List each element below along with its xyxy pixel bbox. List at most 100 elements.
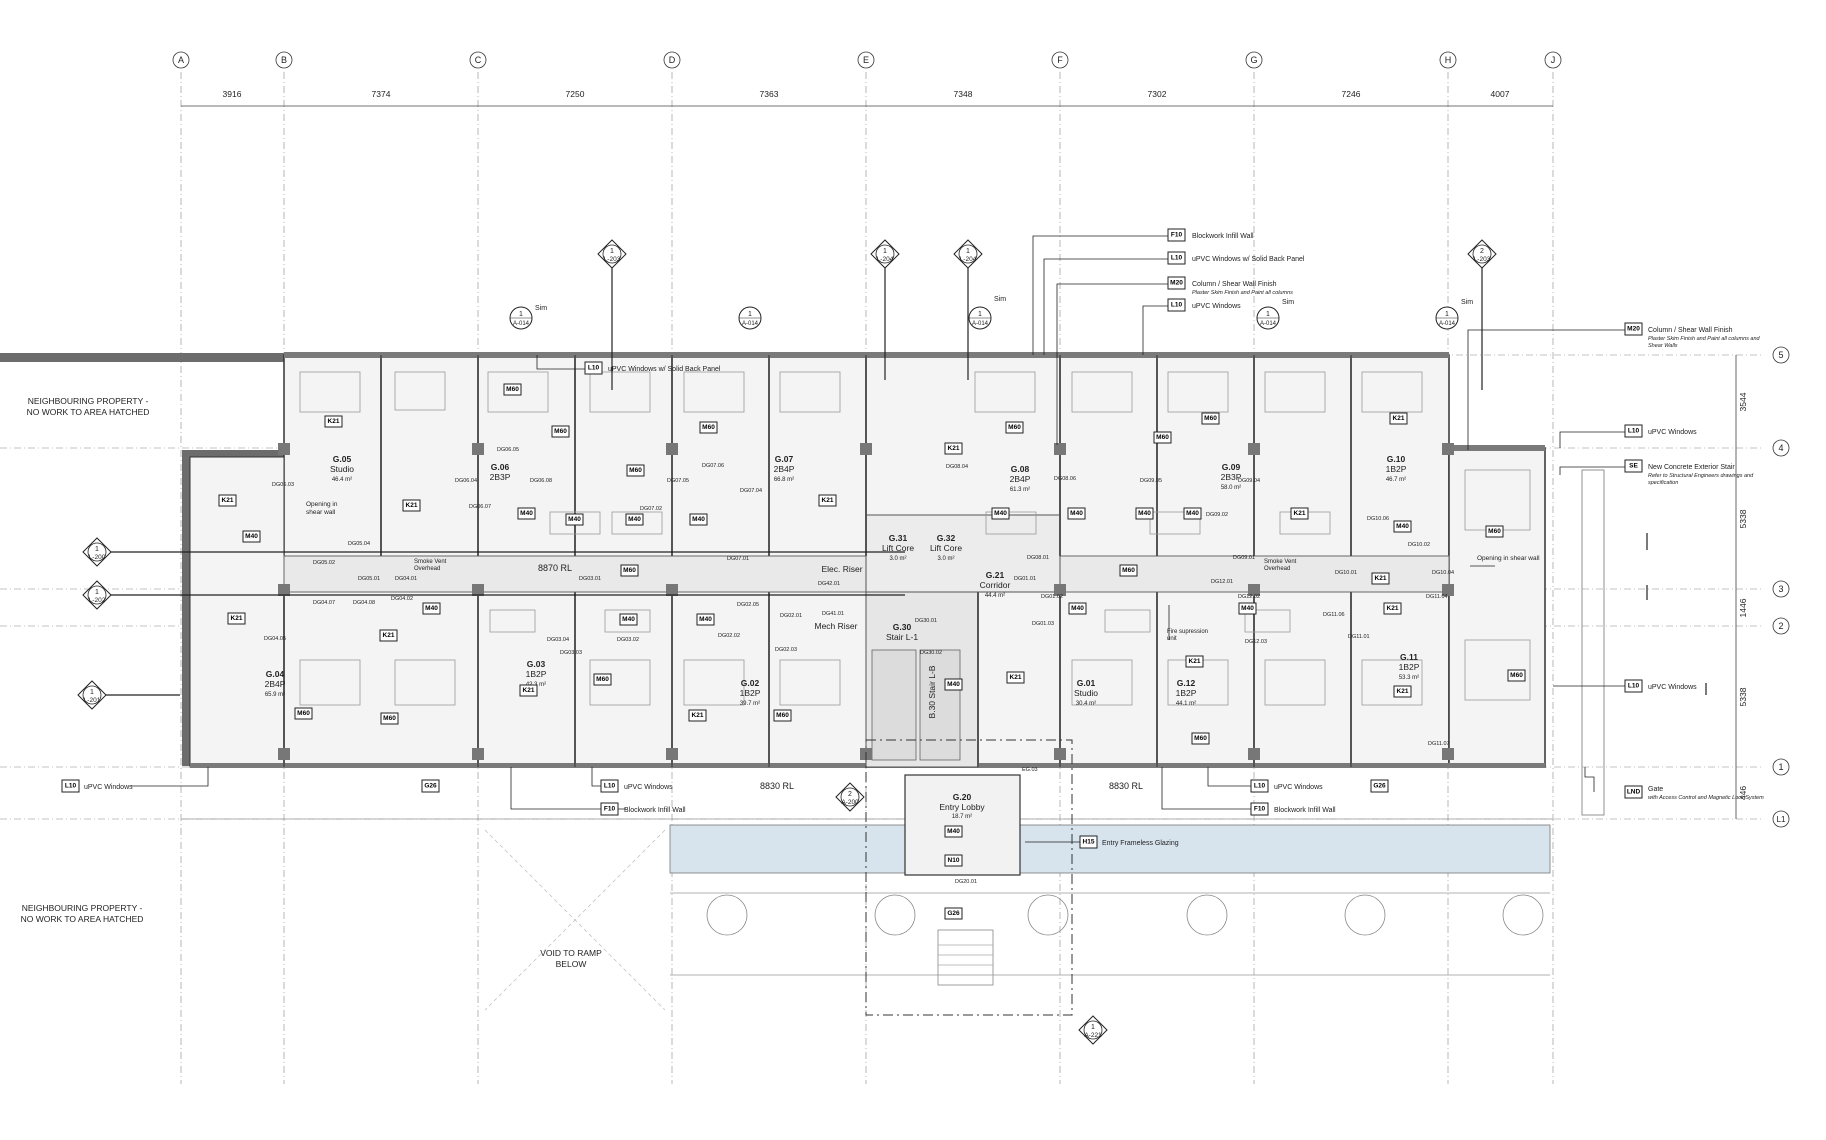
svg-text:A-221: A-221	[1084, 1032, 1102, 1039]
callout-text: Opening in	[306, 501, 338, 508]
room-area: 44.1 m²	[1176, 701, 1196, 707]
grid-bubble-a: A	[172, 51, 190, 69]
room-area: 46.7 m²	[1386, 477, 1406, 483]
dimension-text: 3916	[223, 89, 242, 99]
svg-text:DG11.01: DG11.01	[1348, 634, 1370, 640]
svg-text:DG30.01: DG30.01	[915, 618, 937, 624]
callout-subtext: with Access Control and Magnetic Lock Sy…	[1648, 795, 1764, 801]
section-marker: 1A-221	[1078, 1015, 1108, 1045]
party-walls	[283, 355, 1352, 767]
grid-bubble-1: 1	[1772, 758, 1790, 776]
room-id: G.12	[1177, 678, 1196, 688]
callout-subtext: Refer to Structural Engineers drawings a…	[1648, 473, 1754, 479]
svg-text:DG09.04: DG09.04	[1238, 478, 1260, 484]
callout-tag: H15	[1079, 835, 1098, 849]
svg-text:M40: M40	[1070, 510, 1083, 517]
callout-tag: F10	[1167, 228, 1186, 242]
svg-text:DG04.02: DG04.02	[391, 596, 413, 602]
svg-text:Sim: Sim	[1461, 299, 1473, 306]
svg-text:1: 1	[978, 311, 982, 318]
svg-text:F10: F10	[604, 806, 616, 813]
tree-icons	[706, 894, 1544, 936]
room-type: 1B2P	[740, 688, 761, 698]
tree-icon	[1027, 894, 1069, 936]
svg-text:DG01.01: DG01.01	[1014, 576, 1036, 582]
svg-text:DG07.02: DG07.02	[640, 506, 662, 512]
svg-text:EG.03: EG.03	[1022, 767, 1038, 773]
dimension-text: 446	[1738, 786, 1748, 800]
callout-tag: L10	[600, 779, 619, 793]
svg-text:A-014: A-014	[742, 321, 759, 327]
room-area: 3.0 m²	[937, 556, 954, 562]
grid-label: B	[281, 55, 287, 65]
grid-bubble-e: E	[857, 51, 875, 69]
grid-bubble-h: H	[1439, 51, 1457, 69]
callout-text: unit	[1167, 636, 1177, 642]
callout-text: Entry Frameless Glazing	[1102, 840, 1179, 847]
callout-tag: G26	[1370, 779, 1389, 793]
callout-text: Blockwork Infill Wall	[1274, 807, 1336, 814]
room-area: 53.3 m²	[1399, 675, 1419, 681]
svg-text:M40: M40	[947, 681, 960, 688]
svg-text:DG42.01: DG42.01	[818, 581, 840, 587]
grid-label: 5	[1778, 350, 1783, 360]
svg-text:DG06.07: DG06.07	[469, 504, 491, 510]
room-area: 46.4 m²	[332, 477, 352, 483]
svg-text:A-014: A-014	[1260, 321, 1277, 327]
callout-text: Blockwork Infill Wall	[1192, 233, 1254, 240]
svg-text:DG04.07: DG04.07	[313, 600, 335, 606]
svg-text:G26: G26	[947, 910, 960, 917]
svg-text:DG07.04: DG07.04	[740, 488, 762, 494]
svg-text:L-204: L-204	[960, 256, 977, 263]
grid-label: 4	[1778, 443, 1783, 453]
grid-label: F	[1057, 55, 1063, 65]
room-area: 58.0 m²	[1221, 485, 1241, 491]
callout-subtext: Plaster Skim Finish and Paint all column…	[1192, 290, 1293, 296]
callout-text: Smoke Vent	[1264, 559, 1297, 565]
grid-label: D	[669, 55, 676, 65]
room-area: 44.4 m²	[985, 593, 1005, 599]
svg-text:DG41.01: DG41.01	[822, 611, 844, 617]
svg-text:DG05.02: DG05.02	[313, 560, 335, 566]
svg-text:K21: K21	[692, 712, 704, 719]
row-bubbles: 5 4 3 2 1 L1	[1772, 346, 1790, 828]
svg-text:H15: H15	[1083, 839, 1095, 846]
svg-text:DG04.05: DG04.05	[264, 636, 286, 642]
callout-tag: G26	[421, 779, 440, 793]
grid-label: 1	[1778, 762, 1783, 772]
svg-text:DG10.01: DG10.01	[1335, 570, 1357, 576]
svg-text:A-014: A-014	[972, 321, 989, 327]
callout-g26-right: G26	[1370, 779, 1389, 793]
svg-text:A-014: A-014	[1439, 321, 1456, 327]
svg-text:DG08.06: DG08.06	[1054, 476, 1076, 482]
svg-text:L-203: L-203	[604, 256, 621, 263]
svg-text:L-203: L-203	[1474, 256, 1491, 263]
callout-opening-right: Opening in shear wall	[1477, 555, 1540, 562]
column-bubbles: A B C D E F G H J	[172, 51, 1562, 69]
room-id: G.09	[1222, 462, 1241, 472]
svg-text:M60: M60	[1510, 672, 1523, 679]
svg-text:DG09.02: DG09.02	[1206, 512, 1228, 518]
row-dimensions: 3544 5338 1446 5338 446	[1738, 392, 1748, 800]
room-type: 1B2P	[1176, 688, 1197, 698]
level-rl: 8830 RL	[1109, 781, 1143, 791]
room-g03: G.031B2P42.3 m²	[526, 659, 547, 688]
level-labels: 8870 RL 8830 RL 8830 RL	[538, 563, 1143, 791]
callout-tag: F10	[600, 802, 619, 816]
svg-text:M60: M60	[383, 715, 396, 722]
room-id: G.03	[527, 659, 546, 669]
svg-text:K21: K21	[1189, 658, 1201, 665]
